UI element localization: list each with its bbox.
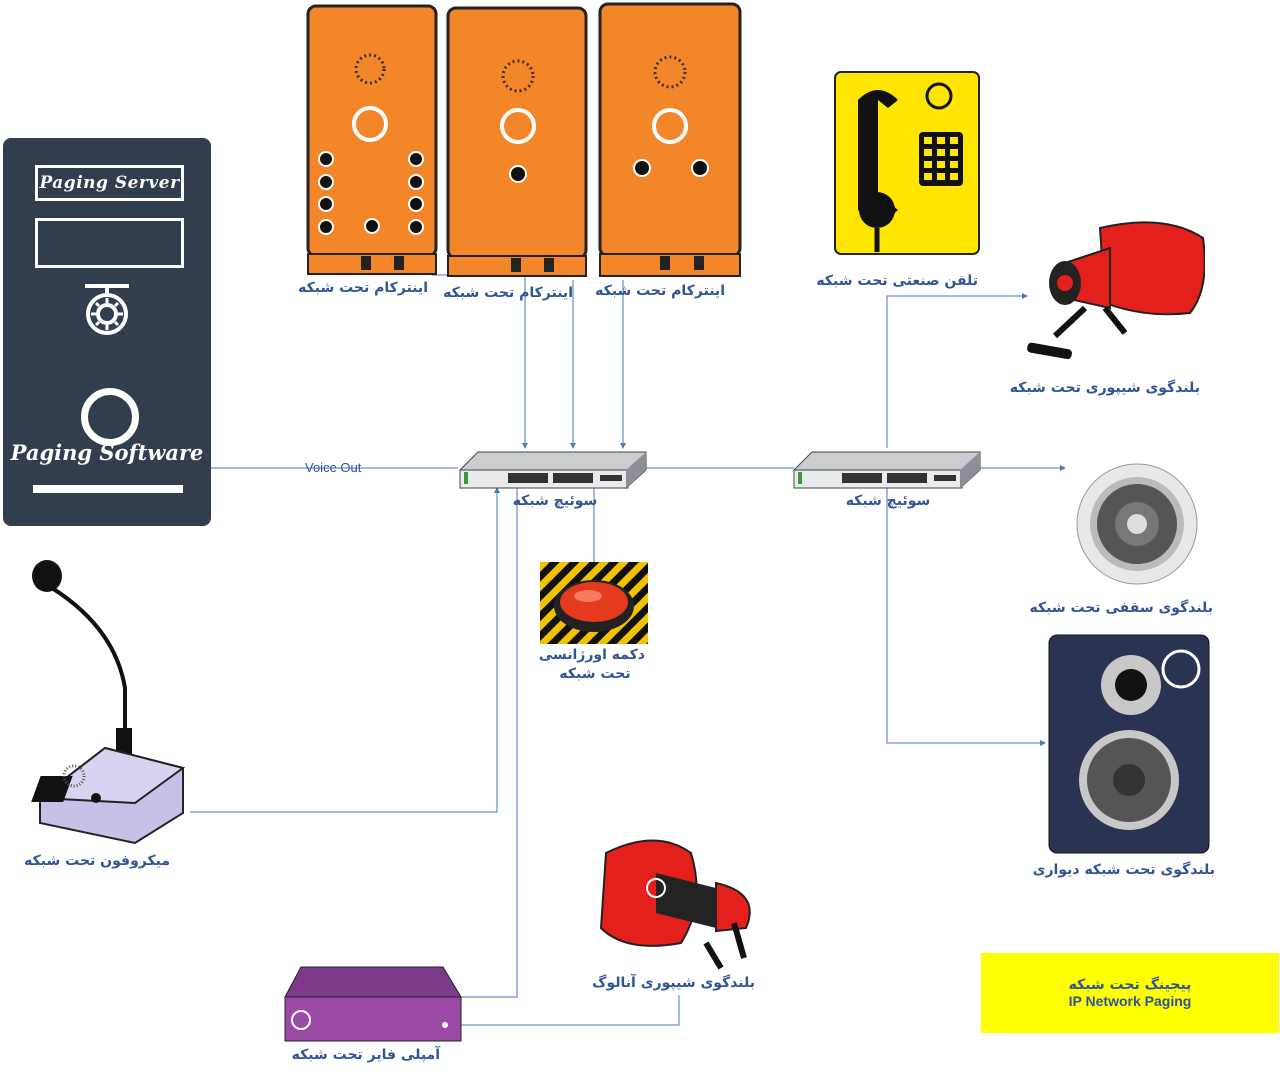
emergency-label-line2: تحت شبکه (559, 666, 631, 682)
network-switch-1 (459, 451, 647, 489)
horn-speaker-ip (1027, 221, 1205, 360)
amplifier-label: آمپلی فایر تحت شبکه (291, 1047, 440, 1063)
wall-speaker-label: بلندگوی تحت شبکه دیواری (1032, 862, 1215, 878)
switch-2-label: سوئیچ شبکه (845, 493, 931, 509)
legend-box: پیجینگ تحت شبکه IP Network Paging (981, 953, 1279, 1033)
desk-microphone (31, 560, 186, 845)
emergency-button (540, 562, 648, 644)
intercom-2-label: اینترکام تحت شبکه (443, 285, 573, 301)
industrial-phone-label: تلفن صنعتی تحت شبکه (816, 273, 978, 289)
line-amplifier (460, 488, 518, 998)
line-amp-horn (460, 995, 680, 1026)
emergency-label-line1: دکمه اورژانسی (538, 647, 645, 663)
wall-speaker (1048, 634, 1210, 854)
paging-server: Paging Server Paging Software (3, 138, 211, 526)
line-intercom1 (431, 255, 528, 449)
industrial-phone (834, 71, 980, 255)
voice-out-label: Voice Out (305, 460, 362, 475)
ceiling-speaker-label: بلندگوی سقفی تحت شبکه (1029, 600, 1213, 616)
server-display (35, 218, 184, 268)
server-software: Paging Software (10, 440, 204, 465)
intercom-1-label: اینترکام تحت شبکه (298, 280, 428, 296)
intercom-1 (306, 4, 438, 275)
intercom-2 (446, 6, 588, 277)
line-horn (886, 293, 1028, 448)
analog-horn-label: بلندگوی شیپوری آنالوگ (592, 975, 755, 991)
analog-horn-speaker (599, 839, 751, 970)
power-button-icon (81, 388, 139, 446)
server-title: Paging Server (35, 165, 184, 201)
horn-speaker-ip-label: بلندگوی شیپوری تحت شبکه (1009, 380, 1200, 396)
intercom-3-label: اینترکام تحت شبکه (595, 283, 725, 299)
ceiling-speaker (1076, 463, 1198, 585)
line-wall-speaker (886, 488, 1046, 746)
intercom-3 (598, 2, 742, 277)
legend-title-en: IP Network Paging (1068, 993, 1192, 1009)
switch-1-label: سوئیچ شبکه (512, 493, 598, 509)
line-microphone (190, 487, 500, 813)
brand-logo-icon (85, 284, 129, 335)
network-switch-2 (793, 451, 981, 489)
network-amplifier (284, 966, 462, 1042)
legend-title-fa: پیجینگ تحت شبکه (1068, 977, 1192, 993)
server-bar (33, 485, 183, 493)
microphone-label: میکروفون تحت شبکه (24, 853, 170, 869)
